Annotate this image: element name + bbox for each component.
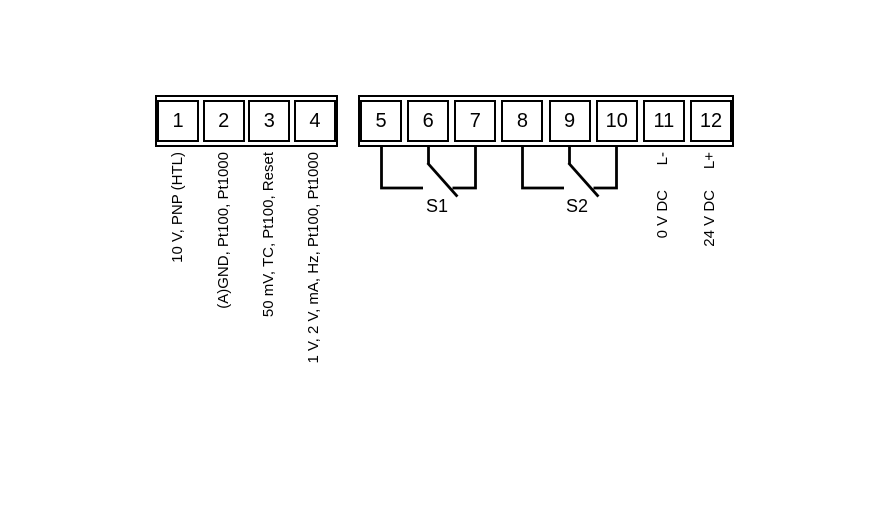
relay-s2-symbol: [521, 145, 618, 198]
terminal-12-voltage-label: 24 V DC: [701, 190, 718, 247]
terminal-cell-8: 8: [501, 100, 544, 142]
terminal-cell-12: 12: [689, 100, 732, 142]
terminal-11-voltage-label: 0 V DC: [654, 190, 671, 239]
relay-s1-symbol: [380, 145, 477, 198]
terminal-cell-2: 2: [202, 100, 245, 142]
terminal-cell-7: 7: [454, 100, 497, 142]
terminal-1-signal-label: 10 V, PNP (HTL): [169, 152, 186, 263]
terminal-cell-9: 9: [548, 100, 591, 142]
terminal-block-right: 5 6 7 8 9 10 11 12: [358, 95, 734, 147]
terminal-cell-1: 1: [157, 100, 199, 142]
terminal-cell-11: 11: [642, 100, 685, 142]
terminal-3-signal-label: 50 mV, TC, Pt100, Reset: [260, 152, 277, 318]
terminal-cell-6: 6: [407, 100, 450, 142]
terminal-cell-10: 10: [595, 100, 638, 142]
terminal-4-signal-label: 1 V, 2 V, mA, Hz, Pt100, Pt1000: [305, 152, 322, 364]
terminal-cell-4: 4: [293, 100, 336, 142]
switch-s2-label: S2: [565, 196, 589, 216]
terminal-block-left: 1 2 3 4: [155, 95, 338, 147]
switch-s1-label: S1: [425, 196, 449, 216]
terminal-2-signal-label: (A)GND, Pt100, Pt1000: [215, 152, 232, 309]
terminal-cell-3: 3: [248, 100, 291, 142]
terminal-cell-5: 5: [360, 100, 402, 142]
terminal-12-polarity-label: L+: [701, 152, 718, 170]
terminal-11-polarity-label: L-: [654, 152, 671, 166]
